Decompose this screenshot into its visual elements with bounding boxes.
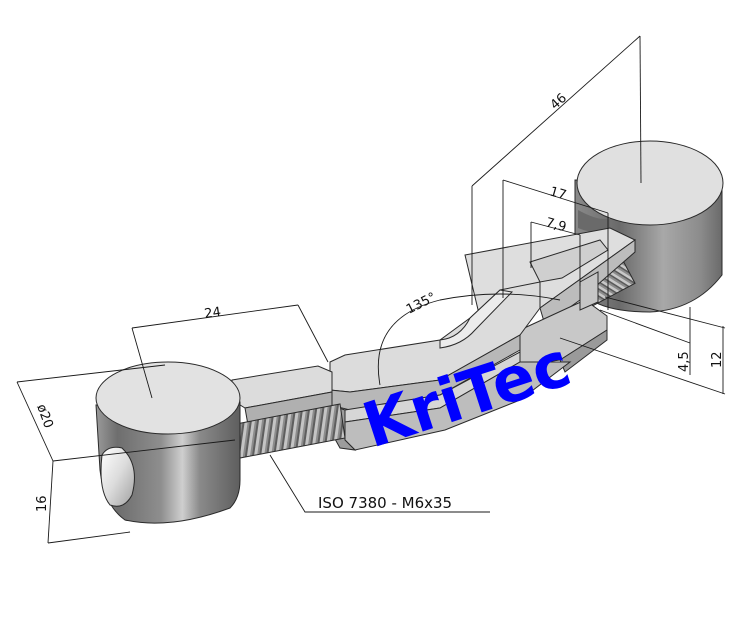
dim-slot-depth: 4,5: [677, 351, 692, 372]
dim-left-shaft-length: 24: [203, 305, 221, 322]
dim-overall-length: 46: [548, 91, 570, 113]
center-bracket: [329, 281, 572, 451]
dim-bracket-width: 17: [548, 184, 568, 203]
cam-side-hole: [100, 446, 135, 507]
dim-bracket-height: 12: [710, 351, 725, 368]
screw-spec-callout: ISO 7380 - M6x35: [318, 494, 452, 512]
dim-slot-width: 7,9: [544, 215, 568, 235]
dim-cam-diameter: ø20: [33, 402, 55, 430]
dim-angle: 135°: [404, 290, 439, 318]
left-cam-cylinder: [95, 361, 241, 524]
dim-cam-height: 16: [35, 495, 50, 512]
dimension-lines: [16, 35, 726, 544]
